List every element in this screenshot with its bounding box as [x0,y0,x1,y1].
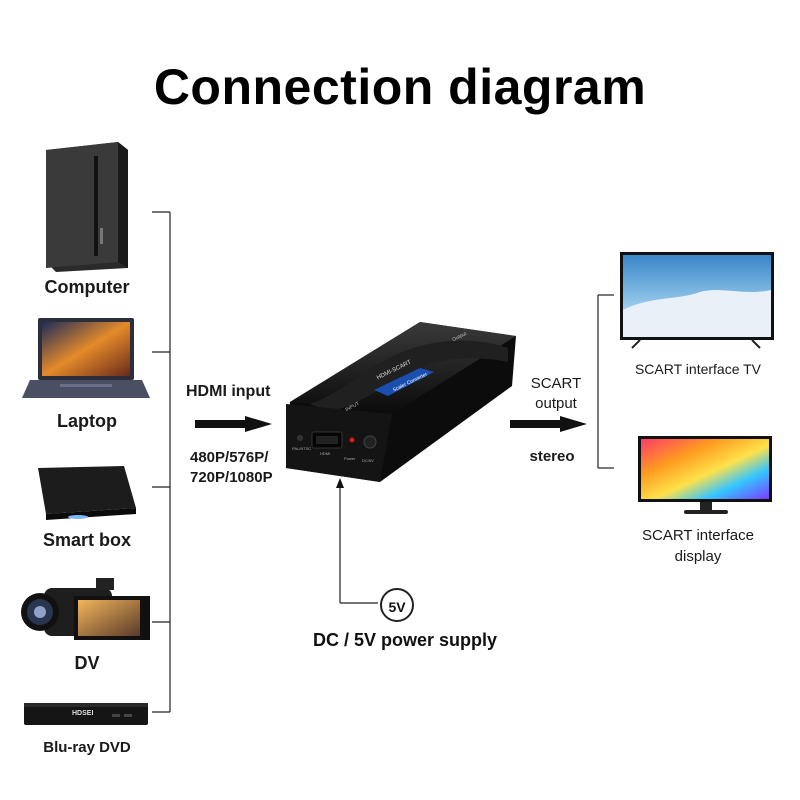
resolution-line-2: 720P/1080P [190,469,273,486]
power-line [339,486,378,604]
power-supply-label: DC / 5V power supply [312,630,498,650]
scart-output-label-1: SCART [530,375,582,392]
computer-icon [46,142,128,272]
source-label-dv: DV [74,653,100,673]
port-dc-label: DC/5V [362,458,374,463]
power-arrow-head [336,478,344,488]
source-bracket [152,211,171,713]
target-bracket [597,294,614,469]
stereo-label: stereo [529,448,575,465]
source-label-laptop: Laptop [57,411,117,431]
hdmi-input-label: HDMI input [186,383,271,400]
smart-box-icon [38,466,136,520]
blu-ray-brand: HDSEI [72,710,94,717]
output-arrow [510,416,587,432]
tv-icon [620,252,774,349]
input-arrow [195,416,272,432]
source-label-computer: Computer [44,277,130,297]
dv-camcorder-icon [21,578,150,640]
port-switch-label: PAL/NTSC [292,446,312,451]
blu-ray-player-icon [24,703,148,725]
resolution-line-1: 480P/576P/ [190,449,269,466]
target-label-display-1: SCART interface [642,527,754,544]
port-power-label: Power [344,456,356,461]
scart-output-label-2: output [535,395,577,412]
source-label-smart-box: Smart box [42,530,132,550]
voltage-badge: 5V [380,588,414,622]
source-label-blu-ray: Blu-ray DVD [43,739,131,756]
monitor-icon [638,436,772,514]
laptop-icon [22,318,150,398]
target-label-display-2: display [674,548,722,565]
target-label-tv: SCART interface TV [634,361,762,377]
port-hdmi-label: HDMI [320,451,331,456]
page-title: Connection diagram [153,59,647,115]
converter-device [286,322,516,482]
